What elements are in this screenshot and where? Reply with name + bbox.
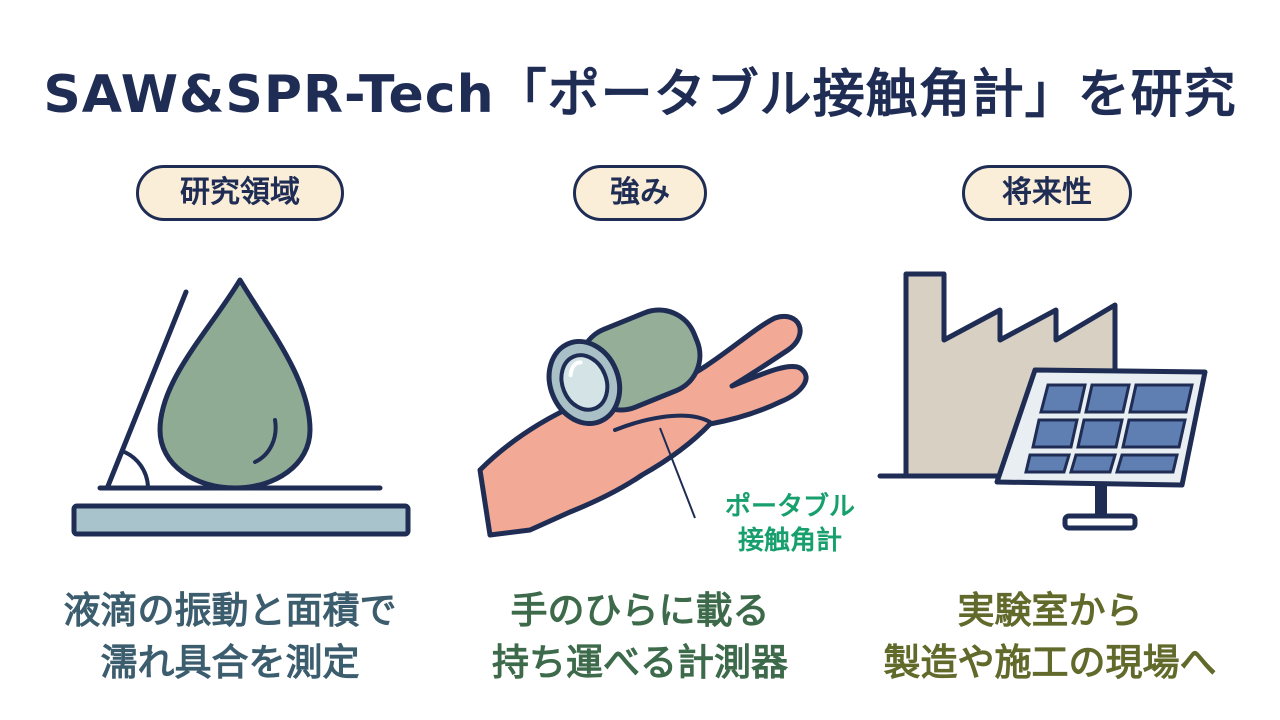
- section-label-research: 研究領域: [136, 165, 344, 221]
- hand-holding-device-icon: [477, 307, 809, 538]
- caption-strength: 手のひらに載る 持ち運べる計測器: [440, 585, 840, 689]
- caption-strength-line-1: 手のひらに載る: [510, 589, 770, 632]
- caption-future-line-1: 実験室から: [957, 589, 1143, 632]
- callout-line-1: ポータブル: [724, 492, 855, 522]
- droplet-contact-angle-icon: [71, 277, 411, 537]
- page-title: SAW&SPR-Tech「ポータブル接触角計」を研究: [43, 65, 1237, 125]
- caption-research-line-2: 濡れ具合を測定: [100, 641, 360, 684]
- caption-research: 液滴の振動と面積で 濡れ具合を測定: [30, 585, 430, 689]
- factory-solar-panel-icon: [877, 271, 1208, 531]
- caption-future: 実験室から 製造や施工の現場へ: [850, 585, 1250, 689]
- caption-research-line-1: 液滴の振動と面積で: [63, 589, 397, 632]
- callout-line-2: 接触角計: [737, 526, 842, 556]
- callout-label: ポータブル 接触角計: [690, 490, 890, 558]
- caption-strength-line-2: 持ち運べる計測器: [492, 641, 788, 684]
- section-label-strength: 強み: [573, 165, 707, 221]
- caption-future-line-2: 製造や施工の現場へ: [883, 641, 1217, 684]
- section-label-future: 将来性: [962, 165, 1132, 221]
